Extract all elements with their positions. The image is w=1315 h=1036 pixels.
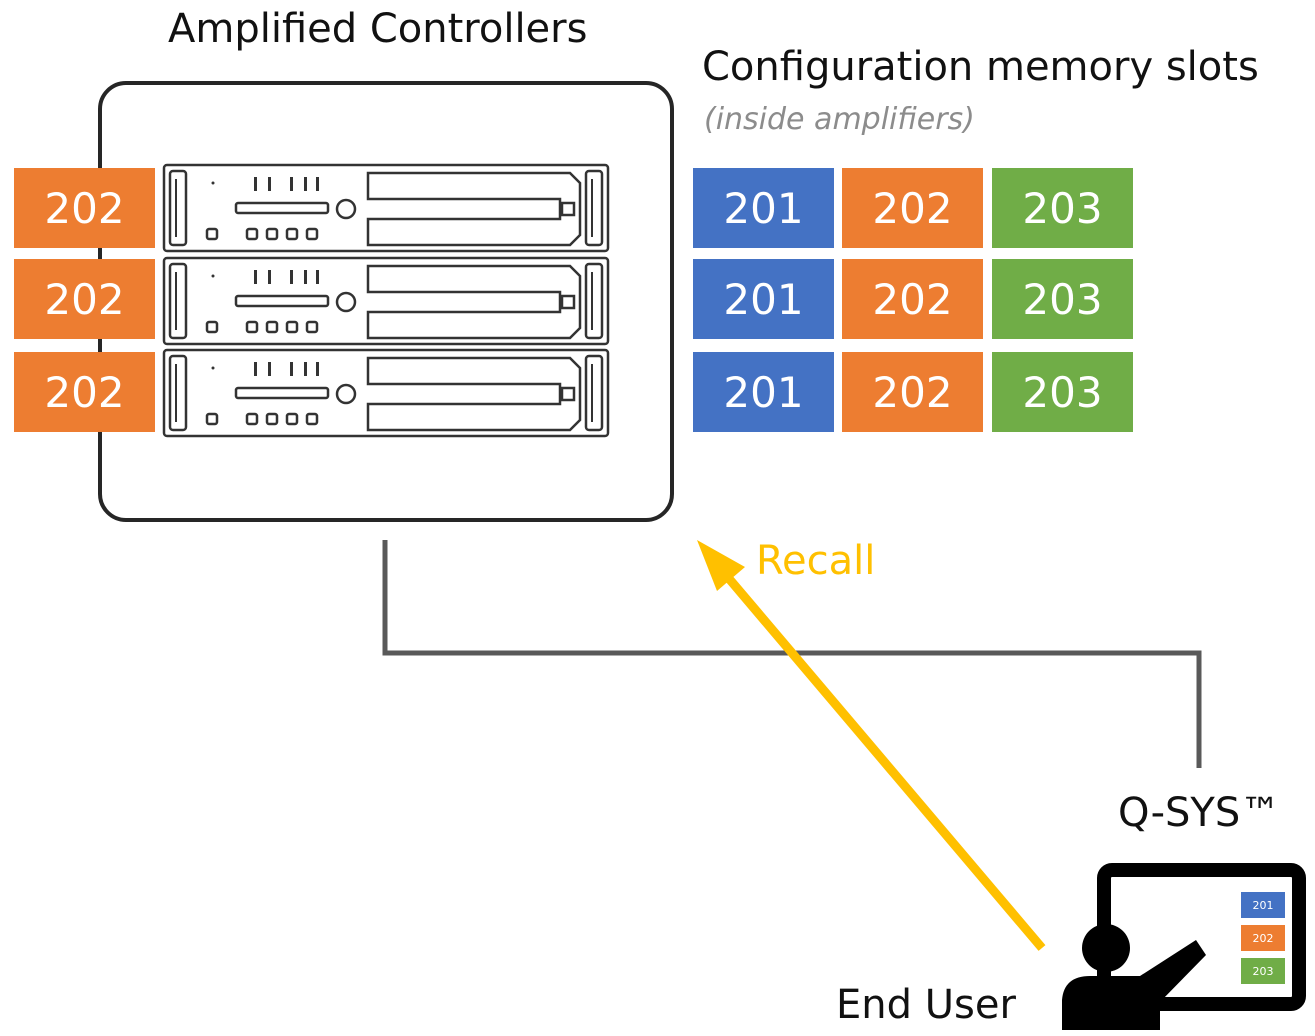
memory-slot-202: 202 (842, 259, 983, 339)
active-slot-badge: 202 (14, 352, 155, 432)
tablet-slot-201[interactable]: 201 (1241, 892, 1285, 918)
end-user-label: End User (836, 982, 1016, 1028)
memory-slot-201: 201 (693, 352, 834, 432)
memory-slot-202: 202 (842, 168, 983, 248)
memory-slot-203: 203 (992, 259, 1133, 339)
qsys-label: Q-SYS™ (1118, 790, 1281, 836)
memory-slot-201: 201 (693, 259, 834, 339)
memory-slot-201: 201 (693, 168, 834, 248)
active-slot-badge: 202 (14, 168, 155, 248)
amplifier-rack-icon (162, 163, 610, 438)
recall-label: Recall (756, 538, 876, 584)
config-memory-title: Configuration memory slots (702, 44, 1259, 90)
tablet-slot-203[interactable]: 203 (1241, 958, 1285, 984)
tablet-slot-202[interactable]: 202 (1241, 925, 1285, 951)
recall-arrow (697, 540, 1046, 951)
presenter-icon (1062, 863, 1306, 1030)
config-memory-subtitle: (inside amplifiers) (704, 102, 975, 137)
active-slot-badge: 202 (14, 259, 155, 339)
amplified-controllers-title: Amplified Controllers (168, 6, 588, 52)
memory-slot-203: 203 (992, 352, 1133, 432)
memory-slot-202: 202 (842, 352, 983, 432)
memory-slot-203: 203 (992, 168, 1133, 248)
